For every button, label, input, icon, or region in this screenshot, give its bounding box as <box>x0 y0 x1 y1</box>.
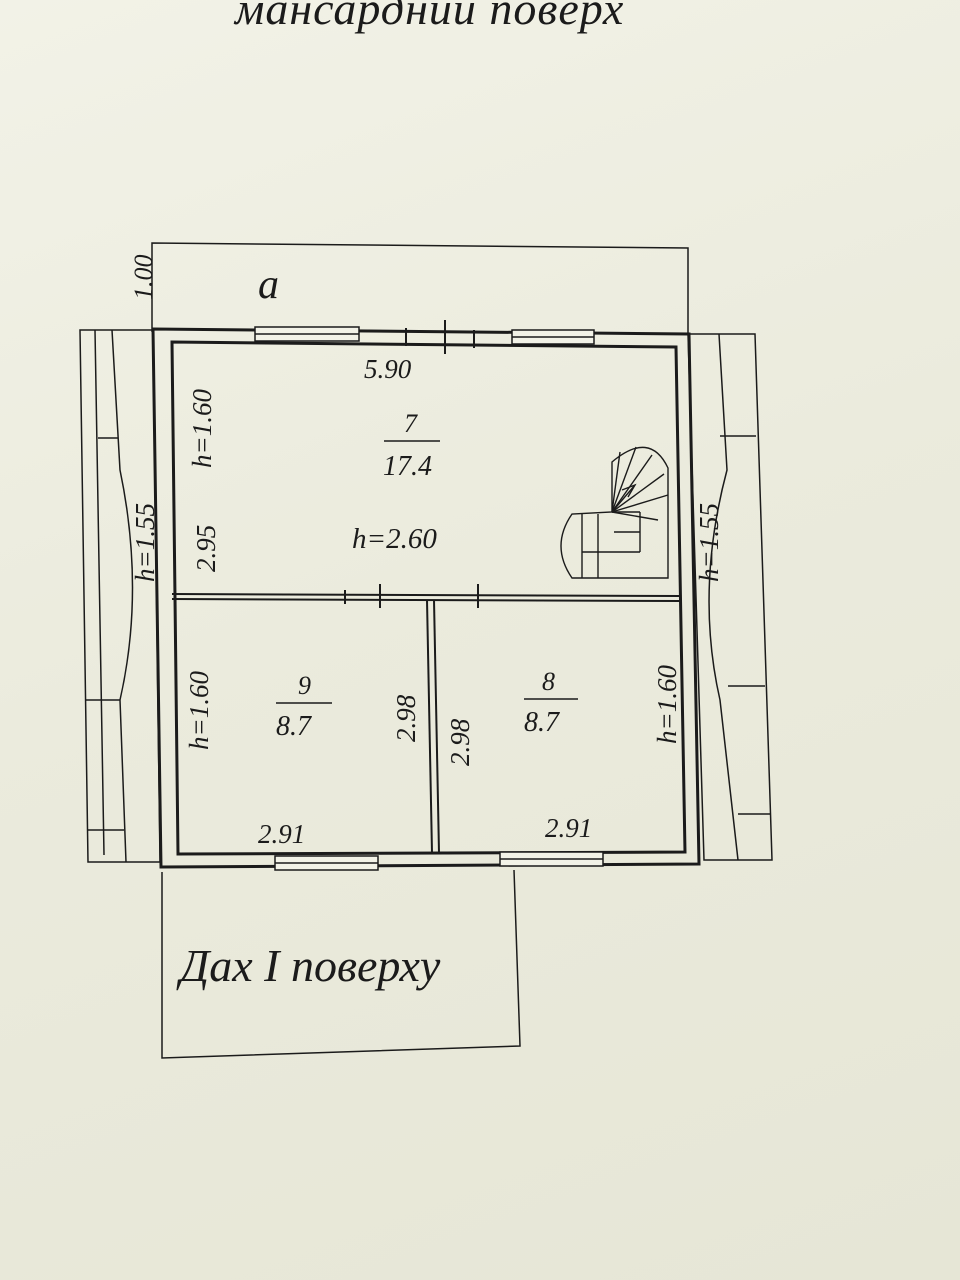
walls <box>151 327 701 869</box>
windows <box>254 326 604 871</box>
room-9-area: 8.7 <box>276 711 312 742</box>
room-9-left-height: h=1.60 <box>184 671 214 750</box>
roof-label: Дах І поверху <box>176 940 441 991</box>
outer-outline <box>79 242 773 1059</box>
room-8-area: 8.7 <box>524 707 560 738</box>
room-8-right-height: h=1.60 <box>652 665 682 744</box>
outer-left-height: h=1.55 <box>130 503 160 582</box>
room-7-left-height: h=1.60 <box>187 389 217 468</box>
room-9-width-dim: 2.91 <box>258 819 305 849</box>
room-7-depth-dim: 2.95 <box>191 525 221 572</box>
door-marks <box>344 320 479 608</box>
room-8-depth-dim: 2.98 <box>445 718 475 766</box>
drawing-title: мансардний поверх <box>235 0 625 34</box>
section-mark: a <box>258 262 279 308</box>
area-fraction-bars <box>276 440 578 704</box>
room-7-area: 17.4 <box>383 451 432 482</box>
staircase-icon <box>560 446 669 579</box>
room-7-number: 7 <box>404 409 418 438</box>
outer-right-height: h=1.55 <box>694 503 724 582</box>
setback-dim: 1.00 <box>129 255 158 301</box>
room-8-width-dim: 2.91 <box>545 813 592 843</box>
top-width-dim: 5.90 <box>364 354 412 384</box>
main-height: h=2.60 <box>352 523 437 555</box>
room-9-number: 9 <box>298 671 311 700</box>
room-9-depth-dim: 2.98 <box>391 694 421 742</box>
room-8-number: 8 <box>542 667 555 696</box>
